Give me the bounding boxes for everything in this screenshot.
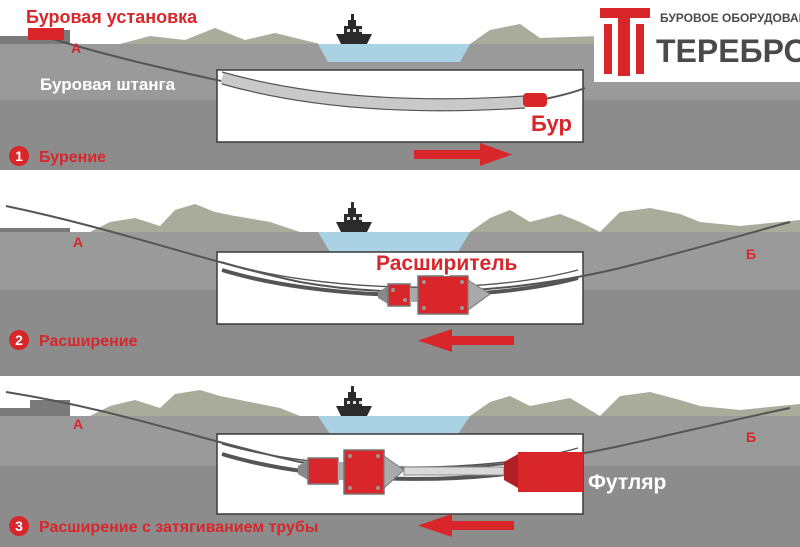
step-2-badge — [9, 330, 29, 350]
logo — [594, 0, 800, 82]
logo-name: ТЕРЕБРО — [656, 33, 800, 69]
logo-tagline: БУРОВОЕ ОБОРУДОВАНИЕ — [660, 11, 800, 25]
step-3-number: 3 — [15, 518, 23, 534]
bit-label: Бур — [531, 111, 572, 136]
casing-pipe — [504, 452, 583, 492]
casing-label: Футляр — [588, 471, 666, 494]
drill-rig — [28, 28, 64, 40]
point-a-label: А — [73, 234, 83, 250]
point-a-label: А — [73, 416, 83, 432]
logo-mark-icon — [600, 8, 650, 76]
step-2-title: Расширение — [39, 333, 138, 350]
panel-reaming — [0, 170, 800, 376]
step-1-number: 1 — [15, 148, 23, 164]
arrow-right-icon — [414, 143, 512, 166]
reamer — [378, 275, 491, 315]
reamer — [298, 449, 405, 495]
swivel — [403, 466, 505, 476]
drill-bit — [523, 93, 547, 107]
point-b-label: Б — [746, 429, 756, 445]
step-2-number: 2 — [15, 332, 23, 348]
arrow-left-icon — [418, 329, 514, 352]
step-1-title: Бурение — [39, 149, 106, 166]
rod-label: Буровая штанга — [40, 75, 176, 94]
arrow-left-icon — [418, 514, 514, 537]
step-3-title: Расширение с затягиванием трубы — [39, 519, 318, 536]
step-1-badge — [9, 146, 29, 166]
point-b-label: Б — [746, 246, 756, 262]
panel-pullback — [0, 376, 800, 547]
step-3-badge — [9, 516, 29, 536]
reamer-label: Расширитель — [376, 252, 518, 275]
point-a-label: А — [71, 40, 81, 56]
rig-label: Буровая установка — [26, 7, 198, 27]
